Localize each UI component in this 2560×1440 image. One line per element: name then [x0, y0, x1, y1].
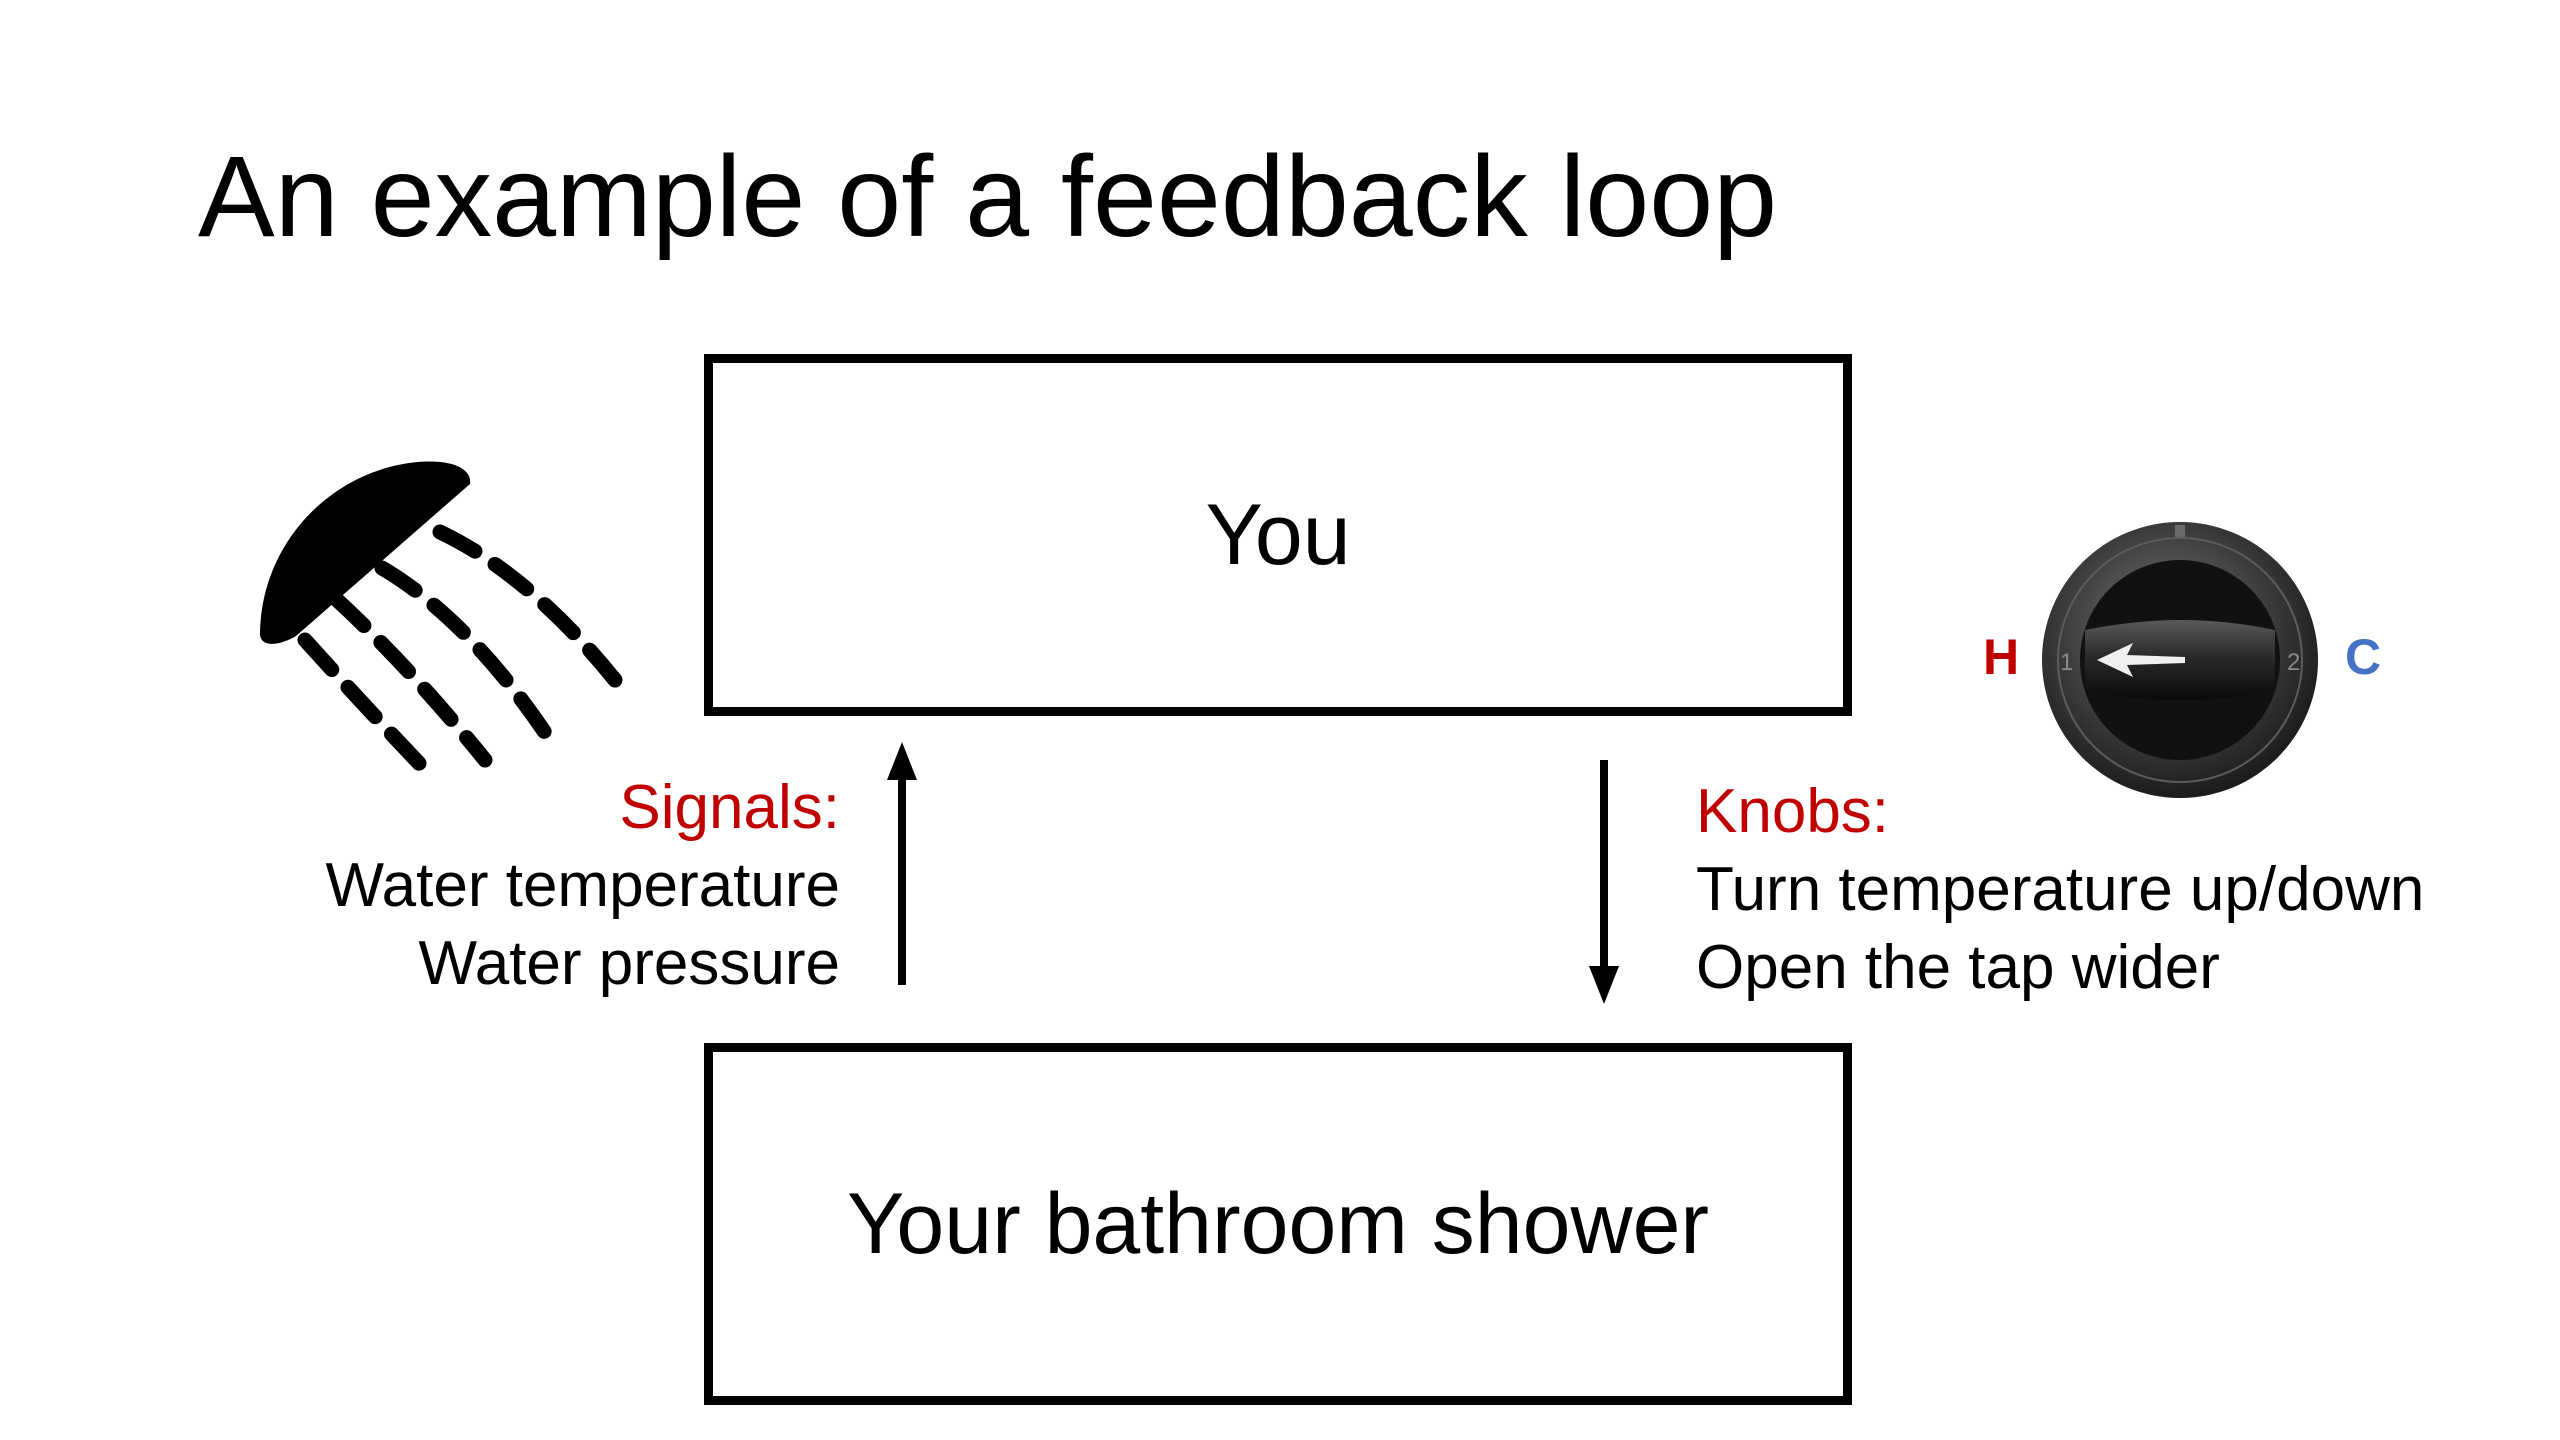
box-you-label: You [1205, 486, 1351, 583]
box-you: You [704, 354, 1852, 716]
knobs-caption: Knobs: Turn temperature up/down Open the… [1696, 773, 2424, 1007]
knob-mark-1: 1 [2060, 649, 2073, 676]
temperature-knob-icon: 1 2 [2042, 522, 2318, 798]
signals-item: Water temperature [325, 851, 840, 920]
signals-heading: Signals: [619, 773, 840, 842]
signals-item: Water pressure [418, 929, 841, 998]
knob-mark-2: 2 [2287, 649, 2300, 676]
knobs-item: Open the tap wider [1696, 933, 2220, 1002]
knob-hot-letter: H [1983, 629, 2020, 685]
knobs-heading: Knobs: [1696, 777, 1890, 846]
knobs-item: Turn temperature up/down [1696, 855, 2425, 924]
signals-caption: Signals: Water temperature Water pressur… [325, 769, 840, 1003]
knob-cold-letter: C [2345, 629, 2382, 685]
box-shower-label: Your bathroom shower [846, 1175, 1710, 1272]
down-arrow-icon [1589, 760, 1619, 1004]
slide-title: An example of a feedback loop [198, 133, 1778, 261]
shower-head-icon [260, 461, 623, 788]
box-shower: Your bathroom shower [704, 1043, 1852, 1405]
up-arrow-icon [887, 742, 917, 985]
